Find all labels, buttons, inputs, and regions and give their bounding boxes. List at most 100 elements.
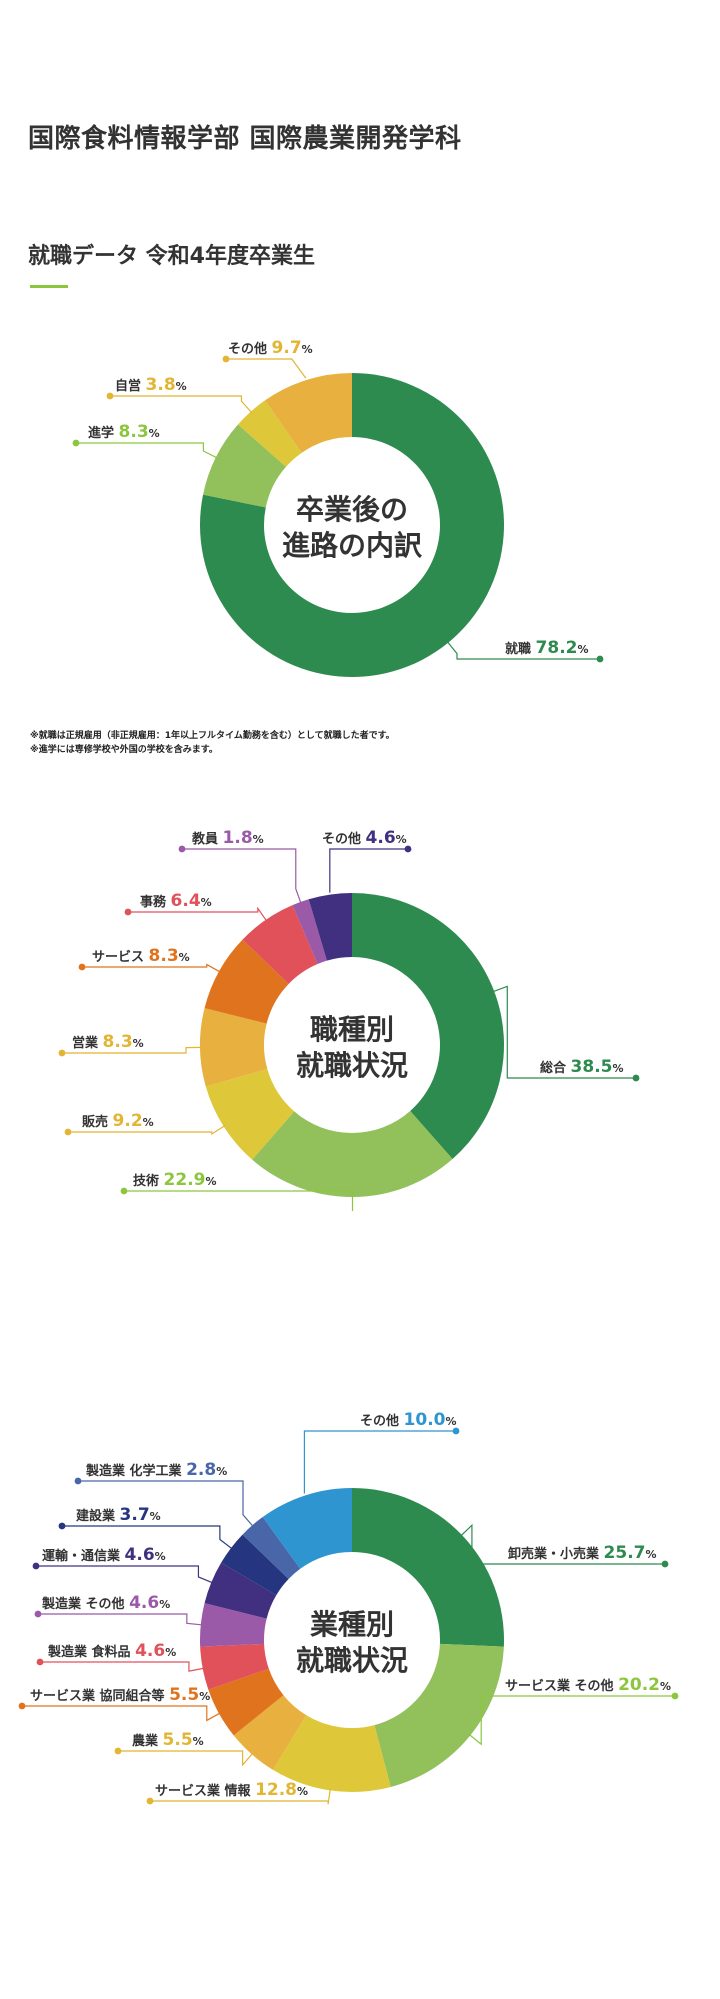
leader-dot: [452, 1427, 460, 1435]
leader-line: [36, 1565, 214, 1584]
data-label: その他 10.0%: [303, 1410, 460, 1494]
leader-dot: [106, 392, 114, 400]
data-label: 営業 8.3%: [58, 1032, 203, 1057]
donut-segment: [205, 1069, 295, 1160]
leader-dot: [124, 908, 132, 916]
data-label-text: サービス業 情報 12.8%: [155, 1780, 308, 1800]
leader-line: [446, 640, 600, 660]
leader-dot: [32, 1562, 40, 1570]
leader-line: [38, 1613, 203, 1626]
leader-line: [303, 1430, 456, 1494]
data-label: サービス業 情報 12.8%: [146, 1780, 331, 1805]
donut-segment: [208, 1668, 284, 1736]
leader-dot: [72, 439, 80, 447]
donut-segment: [233, 1695, 307, 1770]
leader-dot: [222, 355, 230, 363]
leader-line: [329, 848, 408, 893]
donut-segment: [292, 899, 327, 965]
leader-line: [492, 985, 636, 1079]
data-label: 運輸・通信業 4.6%: [32, 1545, 214, 1584]
data-label-text: 進学 8.3%: [88, 422, 160, 442]
leader-dot: [58, 1049, 66, 1057]
leader-line: [182, 848, 302, 905]
data-label: 卸売業・小売業 25.7%: [459, 1523, 669, 1568]
data-label: その他 9.7%: [222, 338, 313, 379]
donut-segment: [204, 1562, 277, 1619]
leader-line: [118, 1750, 254, 1767]
leader-line: [76, 442, 218, 459]
data-label-text: 技術 22.9%: [133, 1170, 217, 1190]
data-label-text: 総合 38.5%: [540, 1057, 624, 1077]
donut-segment: [199, 373, 504, 677]
leader-line: [22, 1705, 222, 1722]
donut-center-label: 就職状況: [296, 1049, 408, 1082]
leader-line: [78, 1480, 254, 1528]
data-label-text: 自営 3.8%: [115, 375, 187, 395]
data-label-text: サービス業 協同組合等 5.5%: [30, 1685, 210, 1705]
leader-dot: [34, 1610, 42, 1618]
data-label: 建設業 3.7%: [58, 1505, 233, 1550]
data-label-text: 製造業 食料品 4.6%: [47, 1641, 176, 1661]
data-label: 総合 38.5%: [492, 985, 640, 1082]
data-label: 技術 22.9%: [120, 1170, 354, 1212]
leader-dot: [146, 1797, 154, 1805]
donut-segment: [237, 400, 302, 467]
donut-center-label: 卒業後の: [296, 493, 408, 526]
leader-dot: [58, 1522, 66, 1530]
data-label: 就職 78.2%: [446, 638, 604, 663]
donut-segment: [352, 1488, 504, 1647]
leader-line: [459, 1523, 665, 1565]
leader-dot: [632, 1074, 640, 1082]
data-label-text: その他 10.0%: [360, 1410, 457, 1430]
data-label-text: 事務 6.4%: [140, 891, 212, 911]
leader-line: [62, 1046, 203, 1054]
leader-dot: [404, 845, 412, 853]
job-type-donut-chart: 職種別就職状況総合 38.5%技術 22.9%販売 9.2%営業 8.3%サービ…: [58, 828, 640, 1212]
data-label: 事務 6.4%: [124, 891, 268, 922]
data-label: その他 4.6%: [322, 828, 412, 893]
data-label-text: 農業 5.5%: [132, 1730, 204, 1750]
leader-dot: [120, 1187, 128, 1195]
data-label-text: その他 4.6%: [322, 828, 407, 848]
data-label-text: 建設業 3.7%: [76, 1505, 161, 1525]
leader-dot: [114, 1747, 122, 1755]
leader-dot: [74, 1477, 82, 1485]
data-label: 製造業 食料品 4.6%: [36, 1641, 205, 1672]
data-label: 販売 9.2%: [64, 1111, 226, 1136]
leader-line: [82, 963, 222, 973]
donut-segment: [242, 1517, 301, 1579]
donut-segment: [200, 1643, 269, 1690]
donut-segment: [203, 424, 286, 508]
donut-center-label: 職種別: [310, 1013, 394, 1046]
data-label: 農業 5.5%: [114, 1730, 254, 1767]
donut-segment: [262, 1488, 352, 1569]
data-label-text: 営業 8.3%: [72, 1032, 144, 1052]
donut-segment: [221, 1534, 289, 1596]
data-label: 自営 3.8%: [106, 375, 253, 414]
leader-line: [110, 395, 253, 414]
data-label-text: 販売 9.2%: [82, 1111, 154, 1131]
donut-segment: [199, 1008, 268, 1087]
donut-center-label: 進路の内訳: [282, 529, 423, 562]
data-label-text: その他 9.7%: [228, 338, 313, 358]
page-title: 国際食料情報学部 国際農業開発学科: [28, 124, 462, 154]
footnote-further-study: ※進学には専修学校や外国の学校を含みます。: [30, 745, 218, 755]
data-label: サービス業 協同組合等 5.5%: [18, 1685, 222, 1722]
donut-center-label: 就職状況: [296, 1644, 408, 1677]
footnotes: ※就職は正規雇用（非正規雇用：1年以上フルタイム勤務を含む）として就職した者です…: [30, 729, 395, 757]
data-label: 教員 1.8%: [178, 828, 302, 905]
data-label-text: 製造業 その他 4.6%: [41, 1593, 170, 1613]
data-label: 製造業 その他 4.6%: [34, 1593, 203, 1626]
leader-dot: [36, 1658, 44, 1666]
data-label: サービス業 その他 20.2%: [468, 1675, 679, 1746]
leader-dot: [64, 1128, 72, 1136]
leader-line: [128, 906, 268, 922]
leader-dot: [18, 1702, 26, 1710]
leader-line: [40, 1661, 205, 1672]
donut-center-label: 業種別: [310, 1608, 394, 1641]
leader-line: [62, 1525, 233, 1550]
data-label-text: サービス業 その他 20.2%: [505, 1675, 671, 1695]
donut-segment: [272, 1715, 391, 1792]
